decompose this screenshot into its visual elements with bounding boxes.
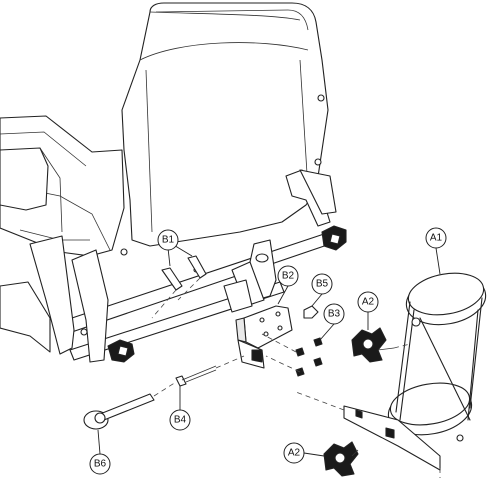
svg-text:B2: B2	[282, 271, 295, 282]
callout-b5: B5	[311, 273, 333, 295]
b1-screws	[151, 255, 207, 319]
a2-bottom-leader	[303, 452, 325, 457]
b6-leader	[97, 429, 101, 455]
svg-text:B4: B4	[174, 415, 187, 426]
a2-knob-top	[351, 327, 411, 363]
svg-text:A2: A2	[362, 297, 375, 308]
b4-screw	[175, 355, 245, 387]
callout-a2-top: A2	[357, 291, 379, 313]
callout-b2: B2	[277, 265, 299, 287]
b5-leader	[311, 293, 323, 307]
a1-leader	[435, 247, 441, 275]
a2-knob-bottom	[323, 441, 359, 477]
svg-text:A2: A2	[288, 448, 301, 459]
a1-tank-holder	[295, 272, 487, 478]
seat-assembly	[0, 2, 329, 257]
b3-nuts	[261, 333, 323, 377]
b1-leader	[167, 247, 171, 267]
b2-mounting-bracket	[235, 305, 293, 369]
svg-text:B5: B5	[316, 279, 329, 290]
seat-frame	[0, 169, 347, 363]
b2-leader	[277, 285, 289, 305]
callout-b4: B4	[169, 409, 191, 431]
svg-text:B6: B6	[94, 459, 107, 470]
svg-text:B1: B1	[162, 235, 175, 246]
callout-b3: B3	[323, 303, 345, 325]
b6-quick-release-pin	[83, 381, 177, 430]
b5-nut	[303, 305, 319, 319]
callout-b6: B6	[89, 453, 111, 475]
callout-a1: A1	[425, 227, 447, 249]
callout-a2-bottom: A2	[283, 442, 305, 464]
b3-leader	[319, 323, 335, 341]
svg-text:A1: A1	[430, 233, 443, 244]
callout-b1: B1	[157, 229, 179, 251]
svg-text:B3: B3	[328, 309, 341, 320]
